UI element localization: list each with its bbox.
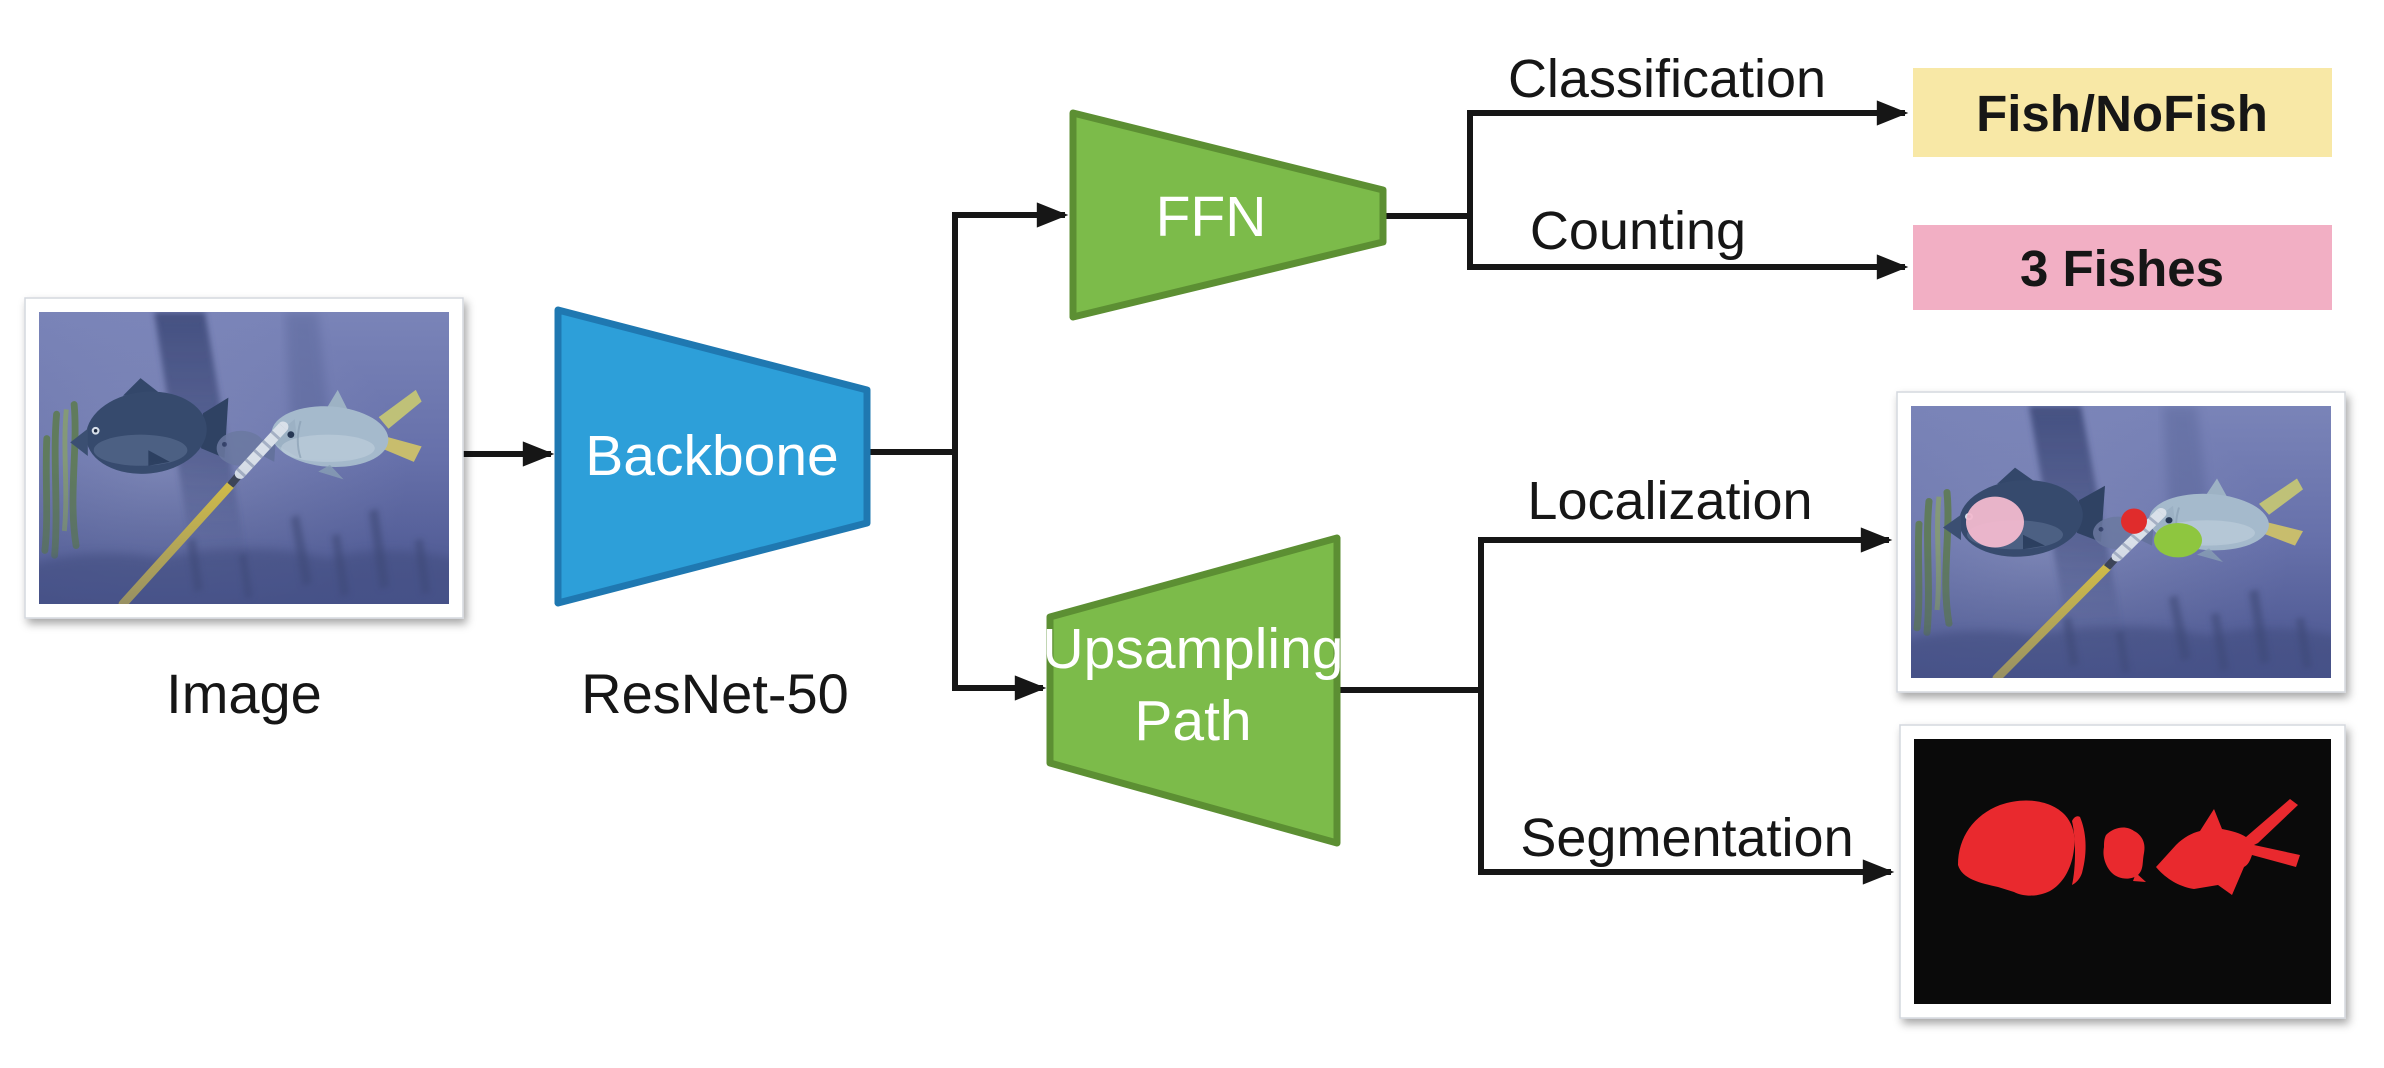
segmentation-mask bbox=[1914, 739, 2331, 1004]
upsampling-label-line2: Path bbox=[1134, 689, 1251, 753]
counting-output-box: 3 Fishes bbox=[1913, 225, 2332, 310]
green-localization-marker bbox=[2154, 522, 2202, 558]
upsampling-label-line1: Upsampling bbox=[1043, 617, 1344, 681]
segmentation-task-label: Segmentation bbox=[1520, 808, 1853, 868]
counting-output-bg bbox=[1913, 225, 2332, 310]
upsampling-trapezoid bbox=[1046, 534, 1341, 847]
counting-output-text: 3 Fishes bbox=[2020, 240, 2224, 297]
localization-photo bbox=[1871, 406, 2381, 726]
segmentation-output-mask bbox=[1899, 724, 2346, 1019]
counting-task-label: Counting bbox=[1530, 201, 1746, 261]
input-image-caption: Image bbox=[166, 662, 322, 725]
classification-output-text: Fish/NoFish bbox=[1976, 85, 2268, 142]
backbone-caption: ResNet-50 bbox=[581, 662, 849, 725]
segmented-fish-silhouettes bbox=[1958, 799, 2300, 896]
pink-localization-marker bbox=[1966, 496, 2024, 548]
localization-task-label: Localization bbox=[1527, 471, 1812, 531]
input-image-thumbnail bbox=[24, 297, 464, 619]
red-localization-marker bbox=[2121, 508, 2147, 534]
left-fish-silhouette bbox=[1958, 800, 2075, 896]
ffn-label: FFN bbox=[1156, 185, 1267, 249]
localization-markers bbox=[1966, 496, 2202, 558]
middle-fish-silhouette bbox=[2103, 827, 2146, 882]
localization-output-image bbox=[1871, 391, 2381, 726]
classification-task-label: Classification bbox=[1508, 49, 1826, 109]
ffn-trapezoid bbox=[1069, 109, 1387, 321]
classification-output-bg bbox=[1913, 68, 2332, 157]
right-fish-silhouette bbox=[2156, 799, 2300, 895]
connectors bbox=[463, 100, 1909, 885]
backbone-label: Backbone bbox=[585, 424, 839, 488]
left-fish-fin-silhouette bbox=[2072, 816, 2086, 885]
classification-output-box: Fish/NoFish bbox=[1913, 68, 2332, 157]
backbone-trapezoid bbox=[554, 306, 871, 607]
